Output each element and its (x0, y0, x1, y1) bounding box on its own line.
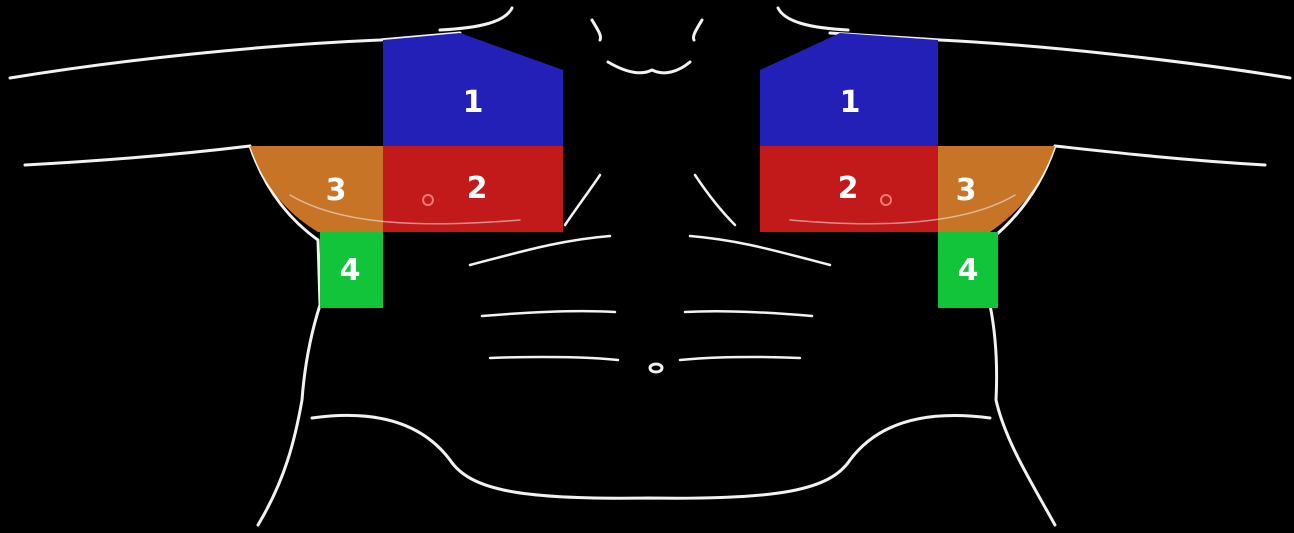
zone-2-right-label: 2 (838, 171, 859, 206)
zone-4-right-label: 4 (958, 253, 979, 288)
zone-1-right-label: 1 (840, 85, 861, 120)
zone-3-right-label: 3 (956, 173, 977, 208)
zone-1-left-label: 1 (463, 85, 484, 120)
zone-3-left-label: 3 (326, 173, 347, 208)
zone-2-left-label: 2 (467, 171, 488, 206)
zone-4-left-label: 4 (340, 253, 361, 288)
